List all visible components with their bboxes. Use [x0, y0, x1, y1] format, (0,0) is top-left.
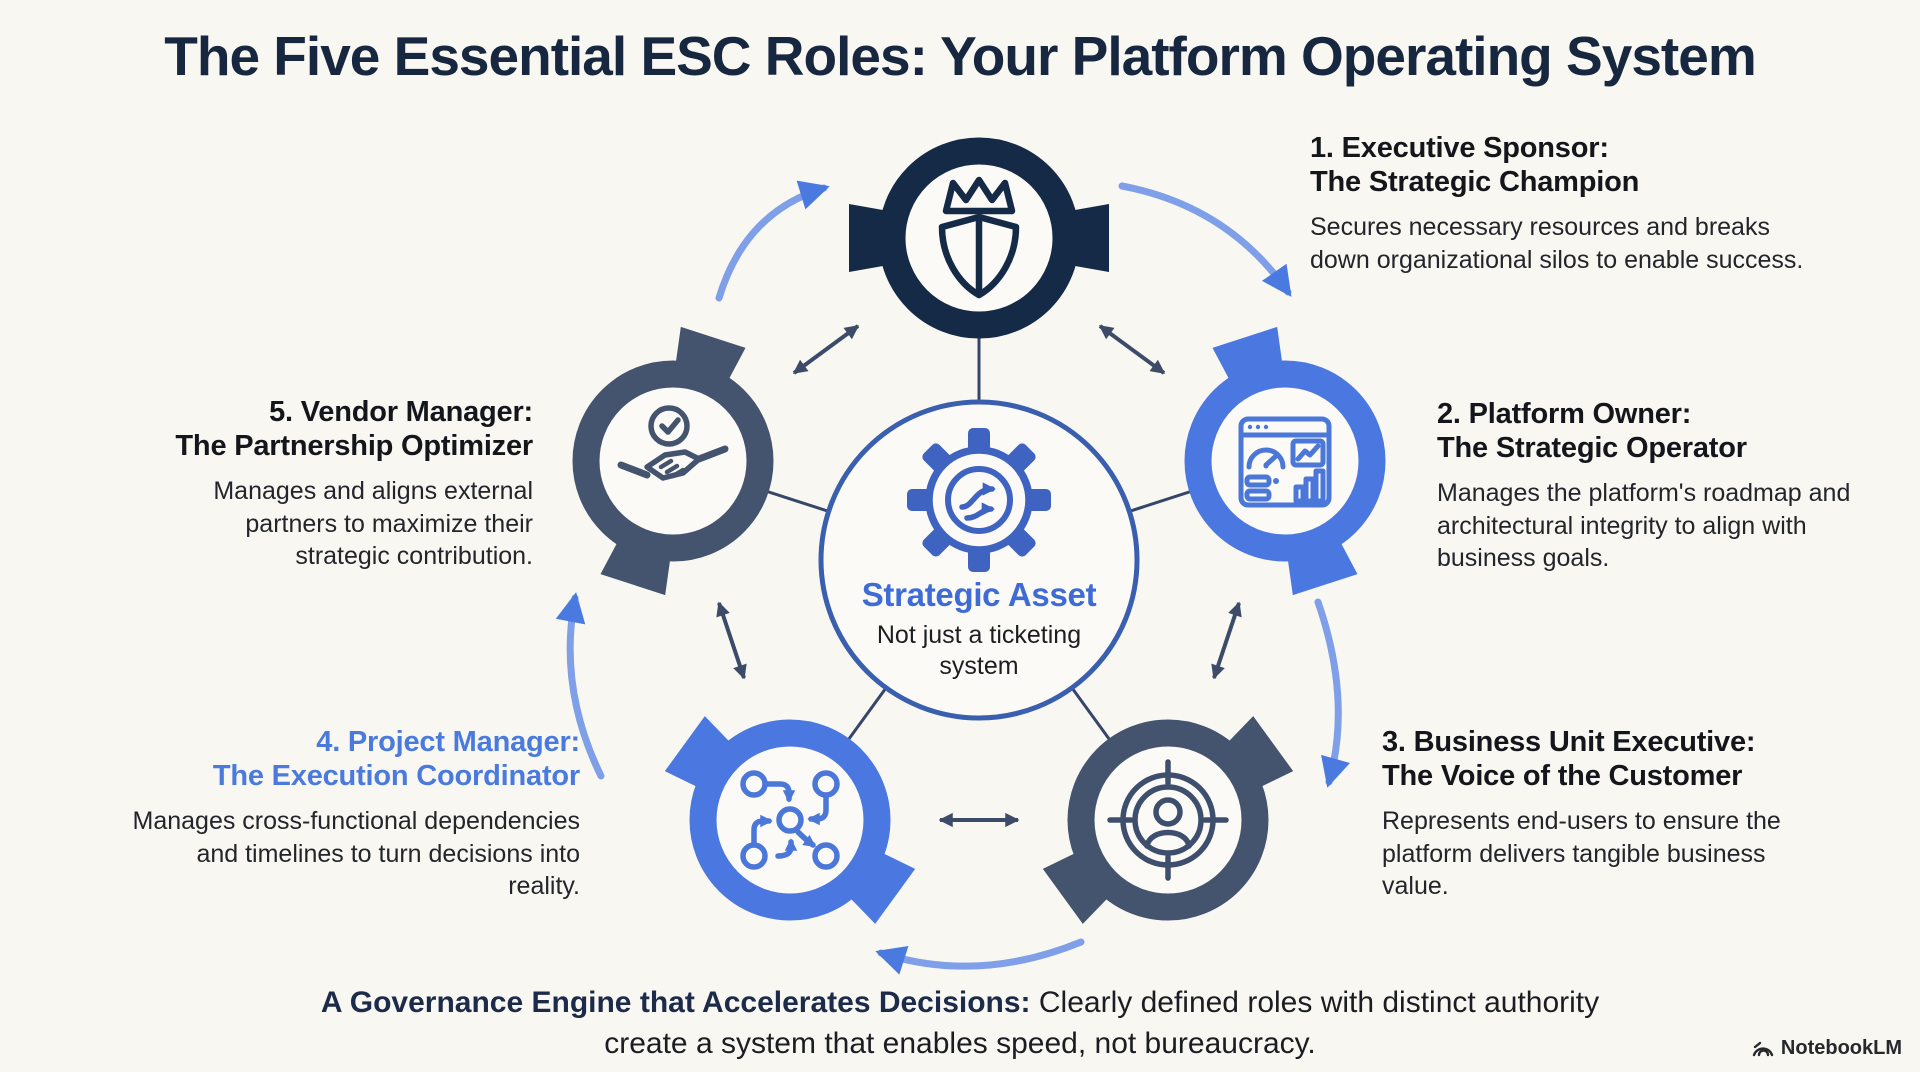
exchange-arrow-5-1 [792, 324, 860, 375]
role-description: Represents end-users to ensure the platf… [1382, 807, 1781, 901]
node-executive-sponsor [849, 137, 1109, 339]
convergence-icon [740, 770, 840, 870]
role-heading: 5. Vendor Manager: The Partnership Optim… [18, 396, 533, 463]
cycle-arrow-top-right [1118, 182, 1292, 297]
role-heading-line2: The Voice of the Customer [1382, 759, 1743, 792]
gear-exchange-icon [907, 428, 1051, 572]
exchange-arrows [716, 324, 1242, 828]
node-project-manager [664, 716, 916, 924]
notebooklm-logo-icon [1752, 1041, 1774, 1057]
role-block-platform-owner: 2. Platform Owner: The Strategic Operato… [1437, 398, 1920, 575]
exchange-arrow-1-2 [1098, 324, 1166, 375]
node-vendor-manager [572, 326, 774, 596]
governance-caption-rest: Clearly defined roles with distinct auth… [604, 986, 1600, 1060]
role-block-executive-sponsor: 1. Executive Sponsor: The Strategic Cham… [1310, 132, 1890, 276]
role-description: Manages cross-functional dependencies an… [132, 807, 581, 901]
watermark-label: NotebookLM [1780, 1036, 1902, 1059]
role-block-business-unit-executive: 3. Business Unit Executive: The Voice of… [1382, 726, 1920, 903]
role-heading: 3. Business Unit Executive: The Voice of… [1382, 726, 1920, 793]
cycle-arrows [555, 180, 1350, 975]
hub-label: Strategic Asset Not just a ticketing sys… [829, 576, 1129, 683]
role-description: Secures necessary resources and breaks d… [1310, 213, 1804, 274]
cycle-arrow-left [555, 592, 605, 780]
role-heading-line2: The Partnership Optimizer [175, 429, 533, 462]
dashboard-icon [1238, 416, 1332, 508]
governance-caption-bold: A Governance Engine that Accelerates Dec… [320, 986, 1031, 1019]
role-heading: 2. Platform Owner: The Strategic Operato… [1437, 398, 1920, 465]
role-heading-line2: The Strategic Champion [1310, 165, 1640, 198]
role-heading-line1: 3. Business Unit Executive: [1382, 726, 1756, 758]
hub-heading: Strategic Asset [861, 576, 1097, 613]
role-heading: 4. Project Manager: The Execution Coordi… [60, 726, 580, 793]
role-heading: 1. Executive Sponsor: The Strategic Cham… [1310, 132, 1890, 199]
role-heading-line1: 1. Executive Sponsor: [1310, 132, 1609, 164]
watermark: NotebookLM [1751, 1036, 1902, 1060]
role-heading-line2: The Strategic Operator [1437, 431, 1747, 464]
cycle-arrow-right [1314, 598, 1350, 788]
governance-caption: A Governance Engine that Accelerates Dec… [310, 983, 1610, 1064]
cycle-arrow-bottom [875, 938, 1085, 975]
crown-shield-icon [938, 176, 1020, 299]
role-block-project-manager: 4. Project Manager: The Execution Coordi… [60, 726, 581, 903]
node-platform-owner [1184, 326, 1386, 596]
exchange-arrow-2-3 [1211, 601, 1242, 680]
role-heading-line1: 2. Platform Owner: [1437, 398, 1692, 430]
target-user-icon [1107, 759, 1229, 881]
exchange-arrow-4-5 [716, 601, 747, 680]
hub-subheading: Not just a ticketing system [876, 621, 1082, 681]
cycle-arrow-top-left [715, 180, 830, 302]
role-heading-line1: 4. Project Manager: [316, 726, 580, 758]
node-business-unit-executive [1042, 716, 1294, 924]
role-description: Manages the platform's roadmap and archi… [1437, 479, 1851, 573]
role-heading-line2: The Execution Coordinator [212, 759, 580, 792]
role-heading-line1: 5. Vendor Manager: [269, 396, 533, 428]
role-description: Manages and aligns external partners to … [213, 477, 533, 571]
page-title: The Five Essential ESC Roles: Your Platf… [164, 25, 1756, 87]
role-block-vendor-manager: 5. Vendor Manager: The Partnership Optim… [18, 396, 533, 573]
handshake-check-icon [617, 405, 729, 481]
